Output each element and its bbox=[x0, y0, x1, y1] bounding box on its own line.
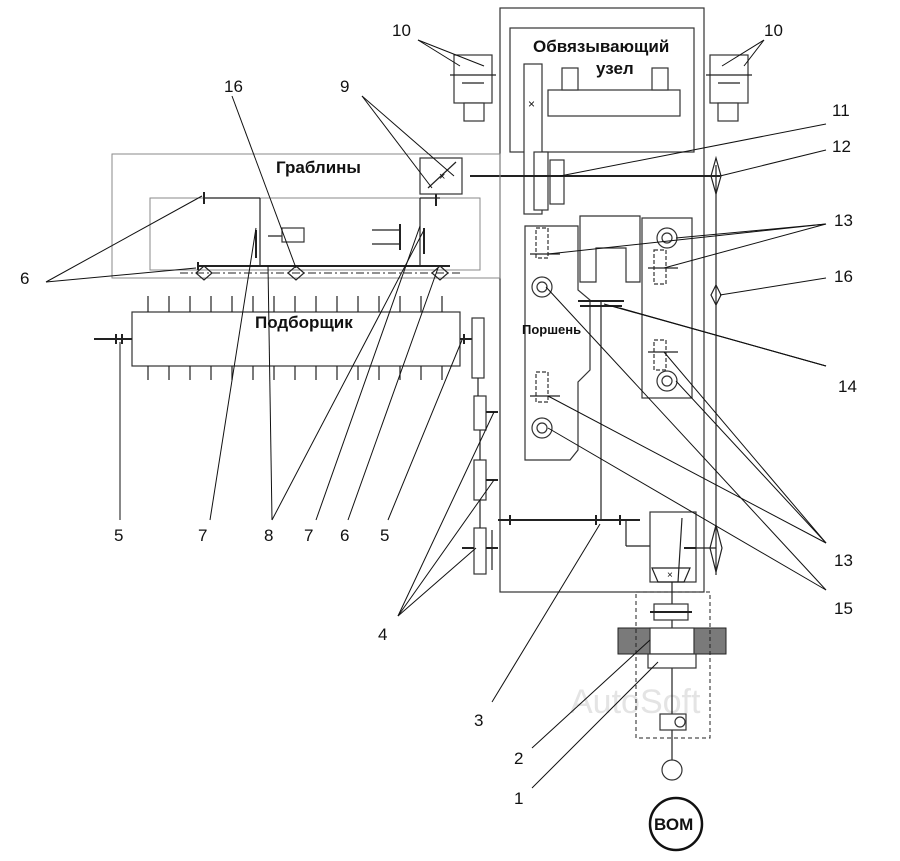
callout-16-left: 16 bbox=[224, 77, 243, 96]
right-vertical-shaft bbox=[684, 155, 723, 575]
rakes-mechanism bbox=[180, 192, 460, 281]
knotter-drive-gears bbox=[470, 151, 720, 211]
bevel-gear-pairs bbox=[530, 227, 678, 403]
callout-7-left: 7 bbox=[198, 526, 207, 545]
callout-16-right: 16 bbox=[834, 267, 853, 286]
callout-4: 4 bbox=[378, 625, 387, 644]
pickup-label: Подборщик bbox=[255, 313, 353, 332]
callout-numbers: 10 10 9 16 11 12 13 16 14 13 15 6 5 7 8 … bbox=[20, 21, 857, 808]
rakes-bevel-box: × bbox=[419, 157, 463, 195]
callout-3: 3 bbox=[474, 711, 483, 730]
callout-5-right: 5 bbox=[380, 526, 389, 545]
callout-2: 2 bbox=[514, 749, 523, 768]
callout-1: 1 bbox=[514, 789, 523, 808]
cardan-shaft bbox=[617, 582, 727, 781]
binding-unit-title-1: Обвязывающий bbox=[533, 37, 669, 56]
rakes-frame bbox=[111, 153, 501, 279]
svg-text:×: × bbox=[667, 570, 673, 581]
pickup: Подборщик bbox=[94, 296, 478, 380]
binding-unit-title-2: узел bbox=[596, 59, 634, 78]
pto-label: ВОМ bbox=[654, 815, 693, 834]
svg-text:×: × bbox=[439, 171, 445, 183]
callout-12: 12 bbox=[832, 137, 851, 156]
callout-13-top: 13 bbox=[834, 211, 853, 230]
callout-11: 11 bbox=[832, 101, 850, 120]
callout-13-bottom: 13 bbox=[834, 551, 853, 570]
main-drive-line bbox=[498, 515, 650, 547]
rakes-inner-frame bbox=[149, 197, 481, 271]
callout-10-right: 10 bbox=[764, 21, 783, 40]
pto-shaft: ВОМ bbox=[648, 796, 704, 852]
callout-10-left: 10 bbox=[392, 21, 411, 40]
twine-boxes bbox=[450, 54, 752, 122]
crank-rollers bbox=[531, 227, 678, 439]
callout-9: 9 bbox=[340, 77, 349, 96]
chain-drive bbox=[462, 317, 498, 575]
callout-15: 15 bbox=[834, 599, 853, 618]
leader-lines bbox=[45, 39, 827, 789]
central-shaft bbox=[578, 300, 624, 520]
callout-6-left: 6 bbox=[20, 269, 29, 288]
callout-6-right: 6 bbox=[340, 526, 349, 545]
pto-circle bbox=[648, 796, 704, 852]
callout-5-left: 5 bbox=[114, 526, 123, 545]
callout-8: 8 bbox=[264, 526, 273, 545]
callout-7-right: 7 bbox=[304, 526, 313, 545]
feeder-fork bbox=[579, 215, 693, 399]
piston-label: Поршень bbox=[522, 322, 581, 337]
svg-text:×: × bbox=[528, 97, 535, 111]
rakes-label: Граблины bbox=[276, 158, 361, 177]
callout-14: 14 bbox=[838, 377, 857, 396]
